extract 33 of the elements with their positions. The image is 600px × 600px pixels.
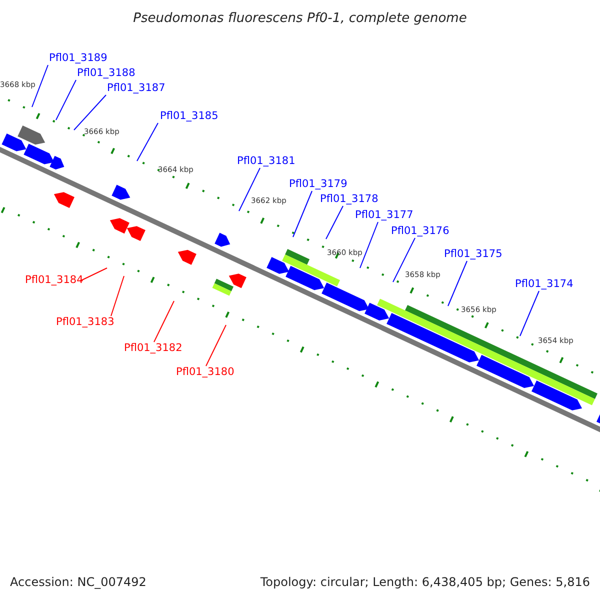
gene-label: Pfl01_3175 [444,248,502,260]
gene-label: Pfl01_3176 [391,225,450,237]
gene-label: Pfl01_3179 [289,178,348,190]
gene-label: Pfl01_3183 [56,316,114,328]
gene-label: Pfl01_3174 [515,278,574,290]
leader-line [80,268,108,282]
leader-line [110,276,124,316]
leader-line [136,122,158,162]
gene-label: Pfl01_3185 [160,110,218,122]
gene-label: Pfl01_3182 [124,342,182,354]
leader-line [32,64,48,108]
gene-label: Pfl01_3184 [25,274,84,286]
gene-label: Pfl01_3189 [49,52,108,64]
gene-label: Pfl01_3188 [77,67,136,79]
leader-line [360,222,378,268]
leader-line [74,94,106,130]
leader-line [56,80,76,120]
gene-label: Pfl01_3187 [107,82,166,94]
leader-line [392,238,416,282]
leader-line [448,260,468,306]
accession-text: Accession: NC_007492 [10,574,146,591]
genome-info-text: Topology: circular; Length: 6,438,405 bp; Genes: 5,816 [260,574,590,591]
leader-line [520,290,540,336]
leader-line [292,190,312,238]
gene-label: Pfl01_3180 [176,366,234,378]
gene-label: Pfl01_3177 [355,209,414,221]
leader-line [154,300,174,342]
leader-line [206,324,226,366]
leader-line [238,168,260,212]
chart-title: Pseudomonas fluorescens Pf0-1, complete genome [132,10,468,28]
leader-line [326,206,344,240]
gene-label: Pfl01_3181 [237,155,296,167]
gene-label: Pfl01_3178 [320,193,378,205]
